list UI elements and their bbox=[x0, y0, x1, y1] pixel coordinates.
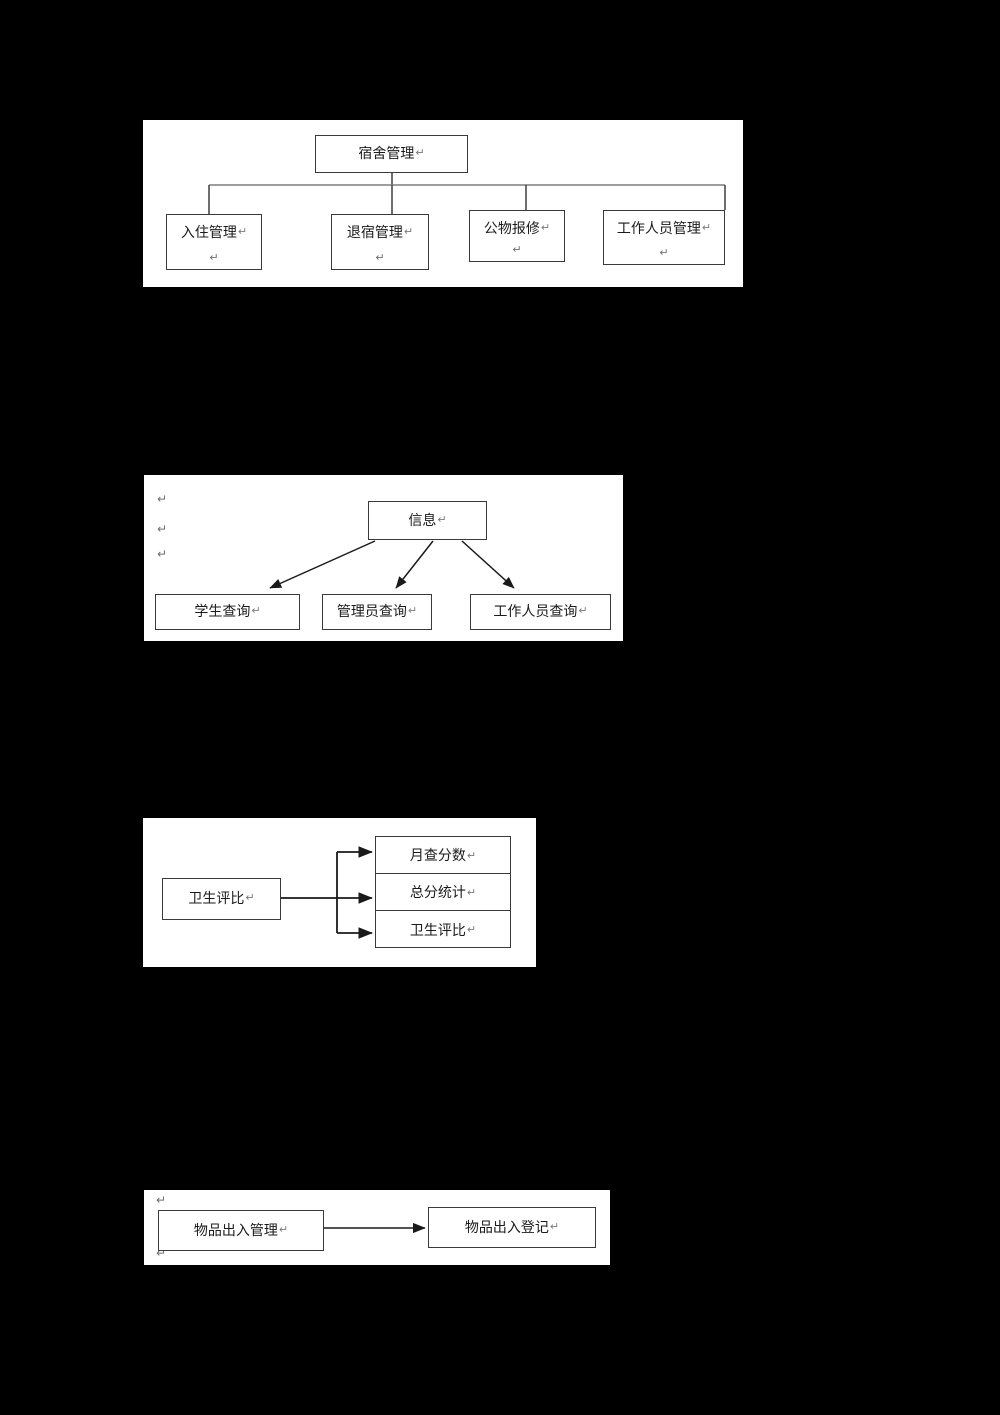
node-goods-in-out-management[interactable]: 物品出入管理↵ bbox=[158, 1210, 324, 1251]
pilcrow-icon: ↵ bbox=[512, 243, 522, 256]
pilcrow-icon: ↵ bbox=[701, 221, 712, 234]
node-checkin-management[interactable]: 入住管理↵ ↵ bbox=[166, 214, 262, 270]
pilcrow-icon: ↵ bbox=[278, 1222, 289, 1236]
node-label: 物品出入管理 bbox=[193, 1222, 278, 1239]
pilcrow-icon: ↵ bbox=[549, 1219, 560, 1233]
pilcrow-icon: ↵ bbox=[251, 604, 261, 617]
node-label: 信息 bbox=[408, 512, 437, 529]
node-student-query[interactable]: 学生查询↵ bbox=[155, 594, 300, 630]
node-label: 入住管理 bbox=[180, 225, 237, 241]
node-checkout-management[interactable]: 退宿管理↵ ↵ bbox=[331, 214, 429, 270]
pilcrow-icon: ↵ bbox=[209, 251, 219, 264]
node-label: 物品出入登记 bbox=[464, 1219, 549, 1236]
node-staff-query[interactable]: 工作人员查询↵ bbox=[470, 594, 611, 630]
pilcrow-icon: ↵ bbox=[403, 225, 414, 238]
node-dormitory-management-root[interactable]: 宿舍管理↵ bbox=[315, 135, 468, 173]
diagram-panel-information-query: ↵ ↵ ↵ 信息↵ 学生查询↵ 管理员查询↵ 工作人员查询↵ bbox=[144, 475, 623, 641]
node-label: 总分统计 bbox=[409, 885, 466, 901]
pilcrow-icon: ↵ bbox=[466, 923, 477, 936]
node-label: 宿舍管理 bbox=[358, 146, 415, 162]
node-label: 工作人员管理 bbox=[616, 221, 701, 237]
node-public-property-repair[interactable]: 公物报修↵ ↵ bbox=[469, 210, 565, 262]
pilcrow-icon: ↵ bbox=[157, 522, 168, 536]
node-label: 卫生评比 bbox=[188, 891, 245, 907]
node-label: 管理员查询 bbox=[336, 604, 407, 620]
pilcrow-icon: ↵ bbox=[437, 512, 447, 526]
node-label: 工作人员查询 bbox=[493, 604, 578, 620]
pilcrow-icon: ↵ bbox=[540, 221, 551, 234]
node-label: 公物报修 bbox=[483, 221, 540, 237]
node-staff-management[interactable]: 工作人员管理↵ ↵ bbox=[603, 210, 725, 265]
pilcrow-icon: ↵ bbox=[375, 251, 385, 264]
pilcrow-icon: ↵ bbox=[245, 891, 255, 904]
pilcrow-icon: ↵ bbox=[415, 146, 425, 159]
node-goods-in-out-registration[interactable]: 物品出入登记↵ bbox=[428, 1207, 596, 1248]
pilcrow-icon: ↵ bbox=[659, 246, 669, 259]
pilcrow-icon: ↵ bbox=[156, 1193, 167, 1207]
pilcrow-icon: ↵ bbox=[156, 1246, 167, 1260]
diagram-panel-hygiene-evaluation: 卫生评比↵ 月查分数↵ 总分统计↵ 卫生评比↵ bbox=[143, 818, 536, 967]
node-hygiene-evaluation-source[interactable]: 卫生评比↵ bbox=[162, 878, 281, 920]
node-admin-query[interactable]: 管理员查询↵ bbox=[322, 594, 432, 630]
node-label: 退宿管理 bbox=[346, 225, 403, 241]
node-stack-hygiene-outputs: 月查分数↵ 总分统计↵ 卫生评比↵ bbox=[375, 836, 511, 948]
pilcrow-icon: ↵ bbox=[407, 604, 418, 617]
pilcrow-icon: ↵ bbox=[237, 225, 248, 238]
node-label: 学生查询 bbox=[194, 604, 251, 620]
stack-row-monthly-score[interactable]: 月查分数↵ bbox=[376, 837, 510, 874]
pilcrow-icon: ↵ bbox=[466, 848, 477, 862]
node-label: 月查分数 bbox=[409, 848, 466, 864]
pilcrow-icon: ↵ bbox=[157, 547, 168, 561]
diagram-panel-dormitory-management: 宿舍管理↵ 入住管理↵ ↵ 退宿管理↵ ↵ 公物报修↵ ↵ 工作人员管理↵ ↵ bbox=[143, 120, 743, 287]
diagram-panel-goods-in-out: ↵ ↵ 物品出入管理↵ 物品出入登记↵ bbox=[144, 1190, 610, 1265]
stack-row-total-statistics[interactable]: 总分统计↵ bbox=[376, 874, 510, 911]
node-information-root[interactable]: 信息↵ bbox=[368, 501, 487, 540]
pilcrow-icon: ↵ bbox=[157, 492, 168, 506]
pilcrow-icon: ↵ bbox=[578, 604, 588, 617]
stack-row-hygiene-evaluation[interactable]: 卫生评比↵ bbox=[376, 911, 510, 948]
pilcrow-icon: ↵ bbox=[466, 885, 477, 899]
node-label: 卫生评比 bbox=[409, 922, 466, 939]
